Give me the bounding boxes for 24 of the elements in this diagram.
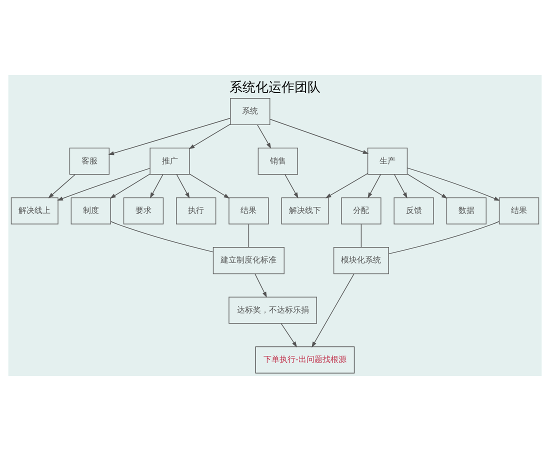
connector <box>248 223 250 247</box>
arrow <box>57 167 150 200</box>
arrow <box>189 173 230 198</box>
arrow <box>257 124 272 148</box>
arrow <box>312 273 354 348</box>
arrow <box>407 173 448 198</box>
arrow <box>368 174 381 198</box>
connector <box>388 220 500 254</box>
arrow <box>254 273 267 298</box>
arrow <box>270 118 369 154</box>
arrow <box>325 172 368 198</box>
arrow <box>108 117 230 155</box>
arrow <box>280 322 298 347</box>
arrow <box>394 174 408 198</box>
arrow <box>150 174 164 198</box>
connector <box>110 220 214 252</box>
arrow <box>48 174 76 198</box>
arrow <box>406 167 500 200</box>
connector <box>360 223 362 247</box>
diagram-title: 系统化运作团队 <box>230 80 320 95</box>
arrow <box>176 174 190 198</box>
arrow <box>110 173 150 198</box>
arrow <box>188 123 231 149</box>
arrow <box>284 174 298 198</box>
